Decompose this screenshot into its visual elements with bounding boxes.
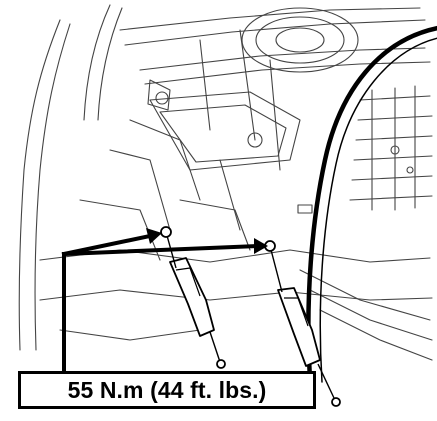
arrowhead-left-nut bbox=[146, 228, 162, 244]
right-bracket bbox=[264, 240, 341, 407]
arrowheads bbox=[146, 228, 268, 254]
torque-spec-label: 55 N.m (44 ft. lbs.) bbox=[18, 371, 316, 409]
leader-lines bbox=[61, 233, 261, 380]
leader-to-left-nut bbox=[61, 233, 153, 257]
left-bracket bbox=[160, 226, 226, 369]
arrowhead-right-nut bbox=[254, 238, 268, 254]
body-structure-lines bbox=[18, 4, 433, 361]
exhaust-pipe bbox=[306, 25, 437, 383]
leader-to-right-nut bbox=[61, 243, 261, 257]
